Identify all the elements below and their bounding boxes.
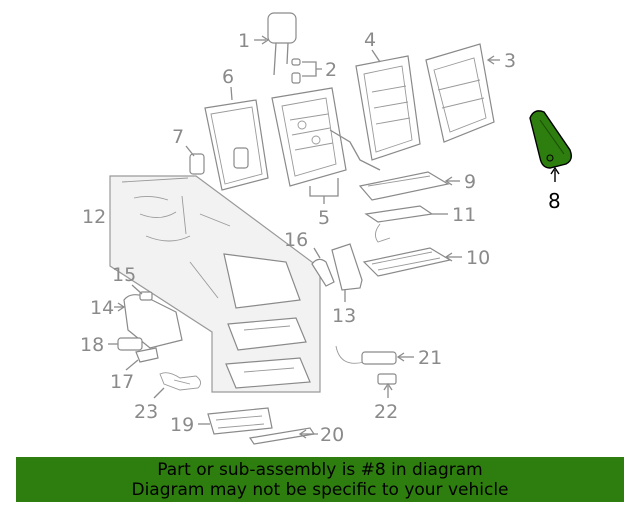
- leader-16: [313, 247, 321, 259]
- part-16-clip: [311, 258, 335, 287]
- callout-7: 7: [172, 126, 184, 148]
- part-22-connector: [377, 373, 397, 385]
- part-19-track: [207, 407, 273, 435]
- part-5-seatback-frame: [271, 87, 381, 187]
- callout-3: 3: [504, 50, 516, 72]
- callout-19: 19: [170, 414, 194, 436]
- leader-23: [153, 387, 165, 399]
- callout-1: 1: [238, 30, 250, 52]
- callout-22: 22: [374, 401, 398, 423]
- callout-16: 16: [284, 229, 308, 251]
- leader-2: [302, 61, 322, 77]
- banner-line-1: Part or sub-assembly is #8 in diagram: [157, 460, 483, 480]
- callout-4: 4: [364, 29, 376, 51]
- part-17-cover: [135, 347, 159, 363]
- part-2-headrest-guides: [291, 58, 301, 84]
- part-3-seatback-cover: [425, 43, 495, 143]
- parts-diagram: 1 2 6 5 4 3: [80, 12, 573, 446]
- leader-6: [230, 86, 233, 101]
- part-12-seat-frame-group: [109, 175, 321, 393]
- leader-5: [309, 178, 339, 204]
- callout-14: 14: [90, 297, 114, 319]
- part-21-motor-harness: [335, 345, 397, 365]
- callout-9: 9: [464, 171, 476, 193]
- leader-15: [131, 284, 143, 295]
- part-13-side-trim: [331, 243, 363, 291]
- callout-23: 23: [134, 401, 158, 423]
- part-11-heater: [364, 205, 434, 243]
- callout-18: 18: [80, 334, 104, 356]
- callout-2: 2: [325, 59, 337, 81]
- callout-8: 8: [548, 189, 561, 213]
- callout-13: 13: [332, 305, 356, 327]
- leader-17: [125, 359, 139, 371]
- callout-20: 20: [320, 424, 344, 446]
- part-14-side-shield: [123, 294, 183, 349]
- part-info-banner: Part or sub-assembly is #8 in diagram Di…: [16, 457, 624, 502]
- part-10-cushion-pad: [362, 247, 452, 277]
- part-18-cover: [117, 337, 143, 351]
- callout-12: 12: [82, 206, 106, 228]
- part-15-cap: [139, 291, 153, 301]
- part-8-armrest-highlighted: [529, 110, 573, 169]
- banner-line-2: Diagram may not be specific to your vehi…: [131, 480, 509, 500]
- callout-17: 17: [110, 371, 134, 393]
- leader-4: [371, 49, 381, 63]
- callout-21: 21: [418, 347, 442, 369]
- callout-11: 11: [452, 204, 476, 226]
- callout-15: 15: [112, 264, 136, 286]
- callout-10: 10: [466, 247, 490, 269]
- leader-7: [185, 145, 195, 157]
- part-6-back-panel: [204, 99, 269, 191]
- callout-6: 6: [222, 66, 234, 88]
- part-23-harness: [159, 372, 201, 391]
- callout-5: 5: [318, 207, 330, 229]
- part-1-headrest: [267, 12, 297, 76]
- part-9-cushion-cover: [358, 171, 450, 201]
- part-7-bracket: [189, 153, 205, 175]
- part-4-seatback-pad: [355, 55, 421, 161]
